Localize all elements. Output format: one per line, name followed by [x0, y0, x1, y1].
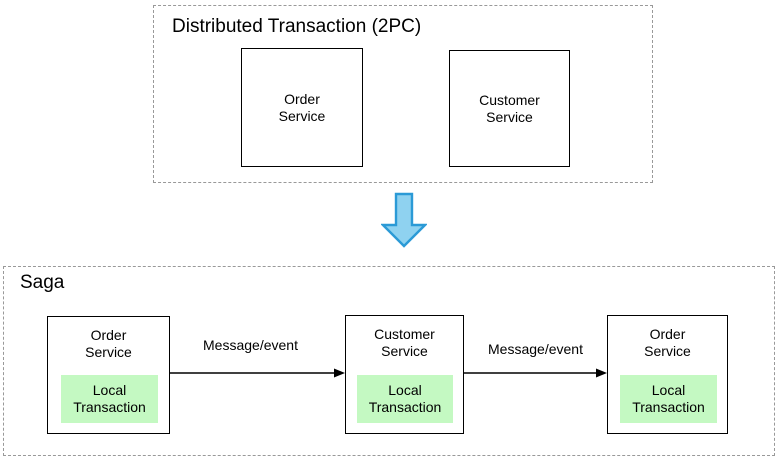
distributed-transaction-group: [153, 5, 653, 183]
saga-service-label-order-1: Order Service: [85, 327, 132, 360]
dt-service-box-order[interactable]: Order Service: [241, 48, 363, 167]
saga-connector-arrow-1: [170, 367, 346, 379]
saga-local-transaction-2: Local Transaction: [357, 375, 453, 423]
dt-service-label-customer: Customer Service: [479, 91, 540, 125]
saga-service-box-customer-2[interactable]: Customer Service Local Transaction: [345, 315, 464, 434]
saga-connector-arrow-2: [464, 367, 608, 379]
saga-group: [3, 266, 775, 456]
saga-connector-label-2: Message/event: [488, 341, 583, 357]
saga-service-box-order-1[interactable]: Order Service Local Transaction: [47, 316, 170, 434]
dt-service-label-order: Order Service: [278, 90, 326, 124]
distributed-transaction-title: Distributed Transaction (2PC): [172, 16, 422, 37]
down-arrow-icon: [381, 192, 427, 248]
saga-service-box-order-3[interactable]: Order Service Local Transaction: [607, 315, 728, 434]
dt-service-box-customer[interactable]: Customer Service: [449, 50, 570, 167]
saga-local-transaction-1: Local Transaction: [61, 375, 158, 423]
saga-service-label-customer-2: Customer Service: [374, 326, 435, 359]
saga-title: Saga: [20, 272, 65, 293]
saga-local-transaction-3: Local Transaction: [620, 375, 717, 423]
saga-connector-label-1: Message/event: [203, 337, 298, 353]
saga-service-label-order-3: Order Service: [644, 326, 691, 359]
